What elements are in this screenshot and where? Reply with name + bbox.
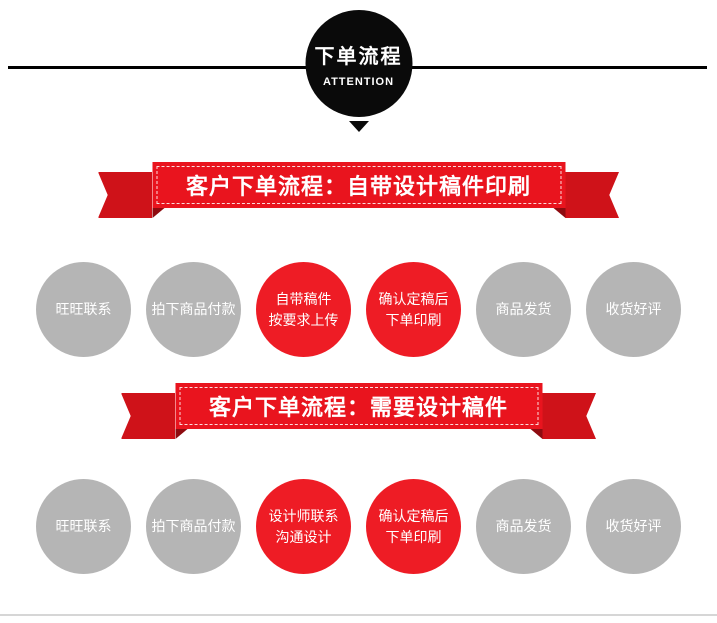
ribbon-fold-left-icon bbox=[174, 429, 187, 439]
bottom-divider bbox=[0, 614, 717, 616]
step-circle-wangwang-contact: 旺旺联系 bbox=[36, 479, 131, 574]
step-circle-confirm-print: 确认定稿后 下单印刷 bbox=[366, 479, 461, 574]
ribbon-fold-right-icon bbox=[553, 208, 566, 218]
badge-subtitle: ATTENTION bbox=[322, 75, 395, 88]
step-circle-confirm-print: 确认定稿后 下单印刷 bbox=[366, 262, 461, 357]
step-circle-receive-review: 收货好评 bbox=[586, 479, 681, 574]
ribbon-tail-right-icon bbox=[565, 172, 620, 218]
step-circle-ship-goods: 商品发货 bbox=[476, 479, 571, 574]
step-circle-receive-review: 收货好评 bbox=[586, 262, 681, 357]
banner-need-design: 客户下单流程：需要设计稿件 bbox=[120, 383, 597, 439]
steps-row-self-design: 旺旺联系 拍下商品付款 自带稿件 按要求上传 确认定稿后 下单印刷 商品发货 收… bbox=[0, 262, 717, 357]
banner-self-design: 客户下单流程：自带设计稿件印刷 bbox=[97, 162, 620, 218]
attention-badge: 下单流程 ATTENTION bbox=[305, 10, 412, 117]
steps-row-need-design: 旺旺联系 拍下商品付款 设计师联系 沟通设计 确认定稿后 下单印刷 商品发货 收… bbox=[0, 479, 717, 574]
banner-title: 客户下单流程：需要设计稿件 bbox=[208, 395, 509, 420]
banner-title: 客户下单流程：自带设计稿件印刷 bbox=[185, 174, 532, 199]
step-circle-purchase-pay: 拍下商品付款 bbox=[146, 262, 241, 357]
ribbon-fold-right-icon bbox=[530, 429, 543, 439]
arrow-down-icon bbox=[348, 121, 369, 132]
ribbon-tail-left-icon bbox=[120, 393, 175, 439]
step-circle-ship-goods: 商品发货 bbox=[476, 262, 571, 357]
step-circle-purchase-pay: 拍下商品付款 bbox=[146, 479, 241, 574]
badge-title: 下单流程 bbox=[314, 45, 403, 68]
ribbon-fold-left-icon bbox=[151, 208, 164, 218]
ribbon-tail-left-icon bbox=[97, 172, 152, 218]
step-circle-upload-own-files: 自带稿件 按要求上传 bbox=[256, 262, 351, 357]
step-circle-wangwang-contact: 旺旺联系 bbox=[36, 262, 131, 357]
ribbon-tail-right-icon bbox=[542, 393, 597, 439]
step-circle-designer-contact: 设计师联系 沟通设计 bbox=[256, 479, 351, 574]
